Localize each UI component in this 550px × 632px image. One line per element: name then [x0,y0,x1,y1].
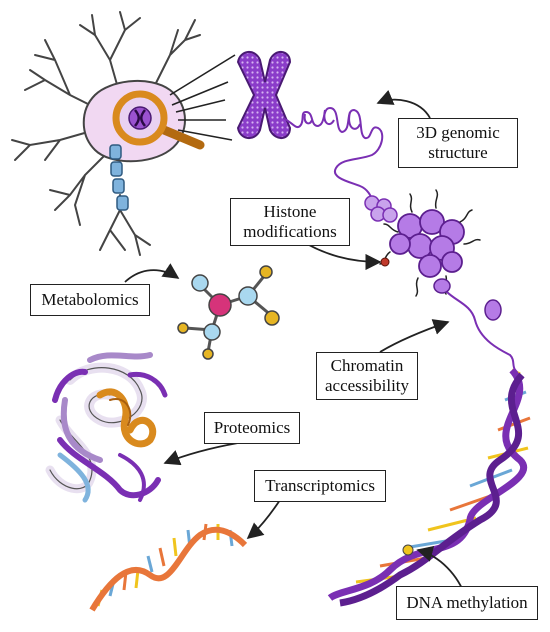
zoom-rays [169,54,236,141]
rna-strand [89,523,248,612]
label-transcriptomics-text: Transcriptomics [265,476,375,495]
label-3d-genomic-structure: 3D genomic structure [398,118,518,168]
magnifier-icon [112,90,205,150]
nucleosome-cluster [379,189,481,297]
protein-structure [45,352,168,503]
myelin-sheath [109,144,129,211]
label-dna-methylation: DNA methylation [396,586,538,620]
dna-helix-right [327,367,531,607]
label-metabolomics: Metabolomics [30,284,150,316]
label-histone-modifications: Histone modifications [230,198,350,246]
metabolite-molecule [177,265,280,360]
neuron-illustration [11,11,201,256]
label-genomic-line2: structure [428,143,488,162]
label-histone-line1: Histone [263,202,317,221]
arrow-genomic [376,89,431,119]
label-metabolomics-text: Metabolomics [41,290,139,309]
arrow-metabolomics [124,263,180,283]
label-genomic-line1: 3D genomic [416,123,500,142]
arrow-transcriptomics [246,499,281,540]
nucleosome-cluster-small [364,195,398,223]
label-proteomics: Proteomics [204,412,300,444]
chromosome-icon [236,51,292,139]
label-proteomics-text: Proteomics [213,418,291,437]
chromatin-fibre [282,106,384,206]
arrow-chromatin [379,319,450,353]
label-histone-line2: modifications [243,222,337,241]
arrow-proteomics [163,442,239,466]
arrows [124,89,467,599]
open-chromatin [433,278,516,371]
label-chromatin-line1: Chromatin [330,356,404,375]
label-transcriptomics: Transcriptomics [254,470,386,502]
label-chromatin-accessibility: Chromatin accessibility [316,352,418,400]
label-chromatin-line2: accessibility [324,376,410,395]
label-methylation-text: DNA methylation [406,593,528,612]
